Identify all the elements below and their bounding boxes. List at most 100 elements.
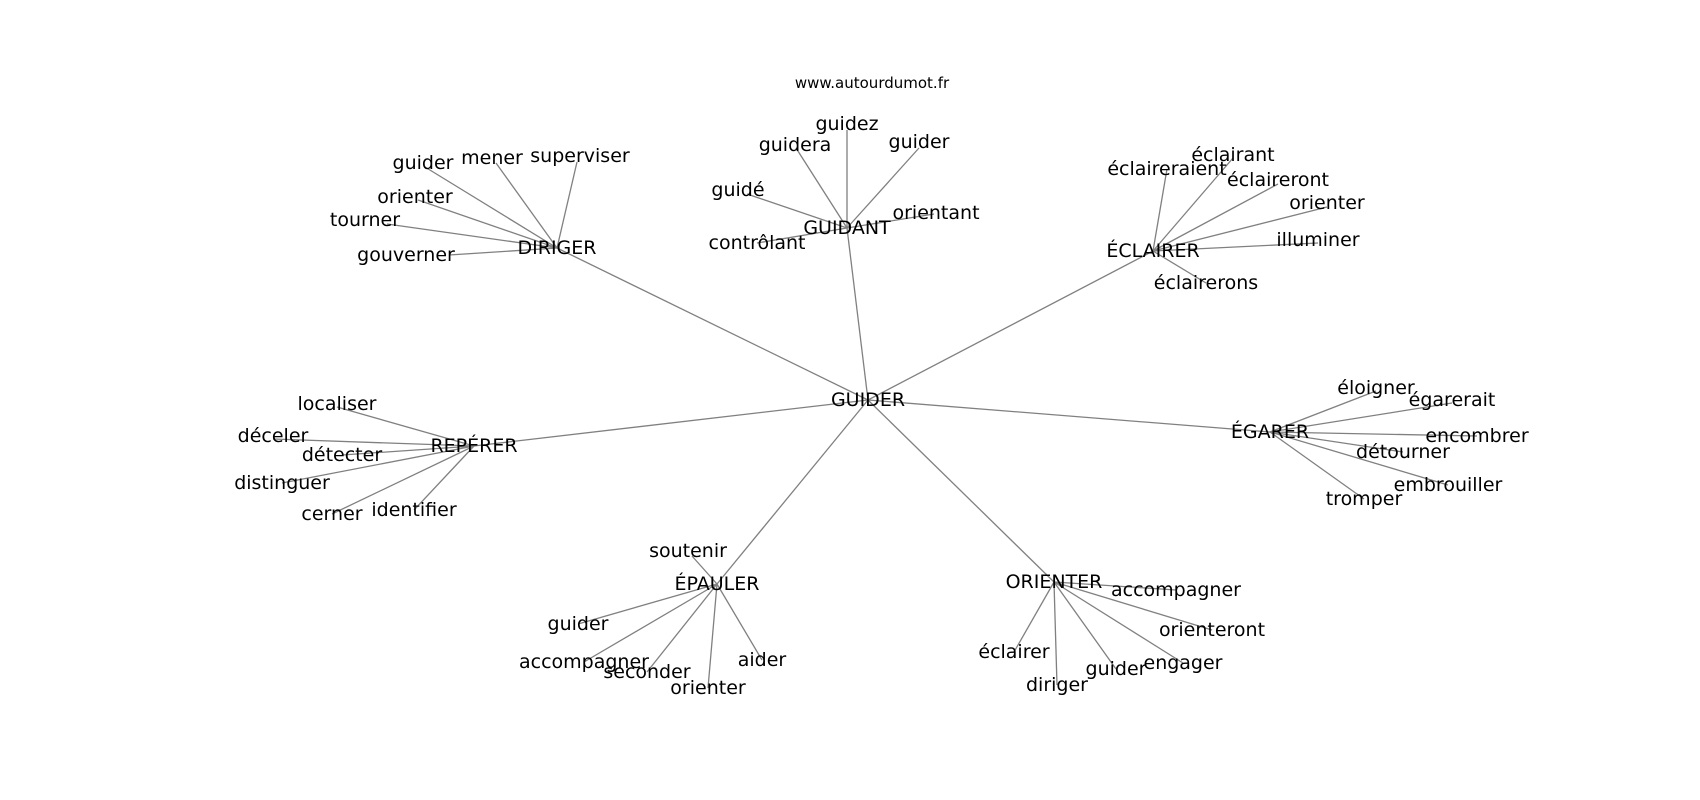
edge-4-0 (1269, 390, 1377, 433)
edge-4-4 (1269, 431, 1449, 486)
hub-node: ÉCLAIRER (1106, 239, 1199, 262)
leaf-node: guidera (759, 134, 832, 156)
root-node: GUIDER (831, 389, 905, 411)
leaf-node: éclairant (1191, 144, 1274, 166)
edge-root-1 (846, 227, 869, 401)
leaf-node: guidé (711, 179, 764, 201)
edge-root-5 (716, 399, 869, 585)
leaf-node: guider (548, 613, 609, 635)
edge-root-2 (867, 250, 1154, 401)
hub-node: DIRIGER (518, 237, 597, 259)
edge-3-0 (336, 406, 475, 447)
leaf-node: orientant (892, 202, 979, 224)
edge-root-3 (473, 399, 869, 447)
edge-3-5 (413, 445, 475, 511)
leaf-node: orienter (377, 186, 453, 208)
edge-5-3 (646, 583, 718, 673)
leaf-node: guider (1086, 658, 1147, 680)
edge-3-4 (331, 445, 475, 515)
leaf-node: identifier (371, 499, 456, 521)
leaf-node: éclaireront (1227, 169, 1329, 191)
edge-2-3 (1152, 206, 1328, 252)
edge-6-1 (1053, 581, 1213, 631)
edge-2-4 (1152, 242, 1319, 252)
edge-0-4 (386, 223, 558, 249)
leaf-node: éclairer (978, 641, 1049, 663)
hub-node: ORIENTER (1006, 571, 1103, 593)
edge-5-5 (716, 583, 763, 661)
leaf-node: seconder (603, 661, 690, 683)
edge-3-3 (281, 445, 475, 484)
leaf-node: éclairerons (1154, 272, 1258, 294)
nodes-layer: GUIDER DIRIGER guider mener superviser orient… (234, 113, 1529, 699)
leaf-node: accompagner (1111, 579, 1241, 601)
leaf-node: orienter (670, 677, 746, 699)
leaf-node: mener (461, 147, 523, 169)
edge-0-5 (448, 247, 558, 256)
edge-0-2 (556, 161, 578, 249)
hub-node: REPÉRER (430, 434, 517, 457)
edge-3-2 (341, 445, 475, 456)
leaf-node: illuminer (1276, 229, 1359, 251)
edge-1-5 (756, 227, 848, 244)
edge-2-2 (1152, 183, 1279, 252)
leaf-node: déceler (238, 425, 309, 447)
leaf-node: guidez (815, 113, 878, 135)
leaf-node: détourner (1356, 441, 1450, 463)
leaf-node: engager (1144, 652, 1223, 674)
leaf-node: tromper (1326, 488, 1403, 510)
leaf-node: distinguer (234, 472, 330, 494)
leaf-node: localiser (298, 393, 377, 415)
edge-root-0 (556, 247, 869, 401)
hub-node: GUIDANT (803, 217, 891, 239)
leaf-node: éclaireraient (1107, 158, 1226, 180)
leaf-node: guider (889, 131, 950, 153)
edge-2-1 (1152, 168, 1168, 252)
leaf-node: superviser (530, 145, 630, 167)
leaf-node: cerner (301, 503, 362, 525)
leaf-node: détecter (302, 444, 382, 466)
edges-layer (272, 130, 1478, 689)
edge-4-1 (1269, 402, 1453, 433)
edge-0-1 (495, 162, 558, 249)
edge-6-3 (1053, 581, 1058, 686)
edge-5-4 (707, 583, 718, 689)
edge-6-5 (1053, 581, 1184, 664)
edge-2-0 (1152, 157, 1234, 252)
leaf-node: diriger (1026, 674, 1088, 696)
leaf-node: guider (393, 152, 454, 174)
leaf-node: aider (738, 649, 787, 671)
leaf-node: tourner (330, 209, 400, 231)
leaf-node: égarerait (1409, 389, 1496, 411)
edge-2-5 (1152, 250, 1207, 284)
leaf-node: accompagner (519, 651, 649, 673)
edge-3-1 (272, 438, 475, 447)
edge-5-1 (577, 583, 718, 625)
edge-4-5 (1269, 431, 1365, 500)
edge-6-4 (1053, 581, 1117, 670)
leaf-node: orienteront (1159, 619, 1265, 641)
edge-1-1 (795, 147, 848, 229)
edge-4-3 (1269, 431, 1404, 453)
hub-node: ÉGARER (1231, 420, 1309, 443)
leaf-node: embrouiller (1394, 474, 1503, 496)
edge-5-0 (691, 555, 718, 585)
leaf-node: orienter (1289, 192, 1365, 214)
edge-6-2 (1013, 581, 1055, 653)
edge-0-3 (417, 199, 558, 249)
hub-node: ÉPAULER (675, 572, 760, 595)
edge-0-0 (424, 166, 558, 249)
leaf-node: soutenir (649, 540, 727, 562)
leaf-node: encombrer (1425, 425, 1528, 447)
edge-1-4 (846, 213, 935, 229)
edge-6-0 (1053, 581, 1177, 591)
edge-1-3 (746, 193, 848, 229)
leaf-node: gouverner (357, 244, 455, 266)
leaf-node: éloigner (1337, 377, 1415, 399)
leaf-node: contrôlant (709, 232, 806, 254)
edge-root-4 (867, 399, 1271, 433)
edge-1-2 (846, 147, 920, 229)
source-watermark: www.autourdumot.fr (795, 74, 950, 92)
edge-root-6 (867, 399, 1055, 583)
